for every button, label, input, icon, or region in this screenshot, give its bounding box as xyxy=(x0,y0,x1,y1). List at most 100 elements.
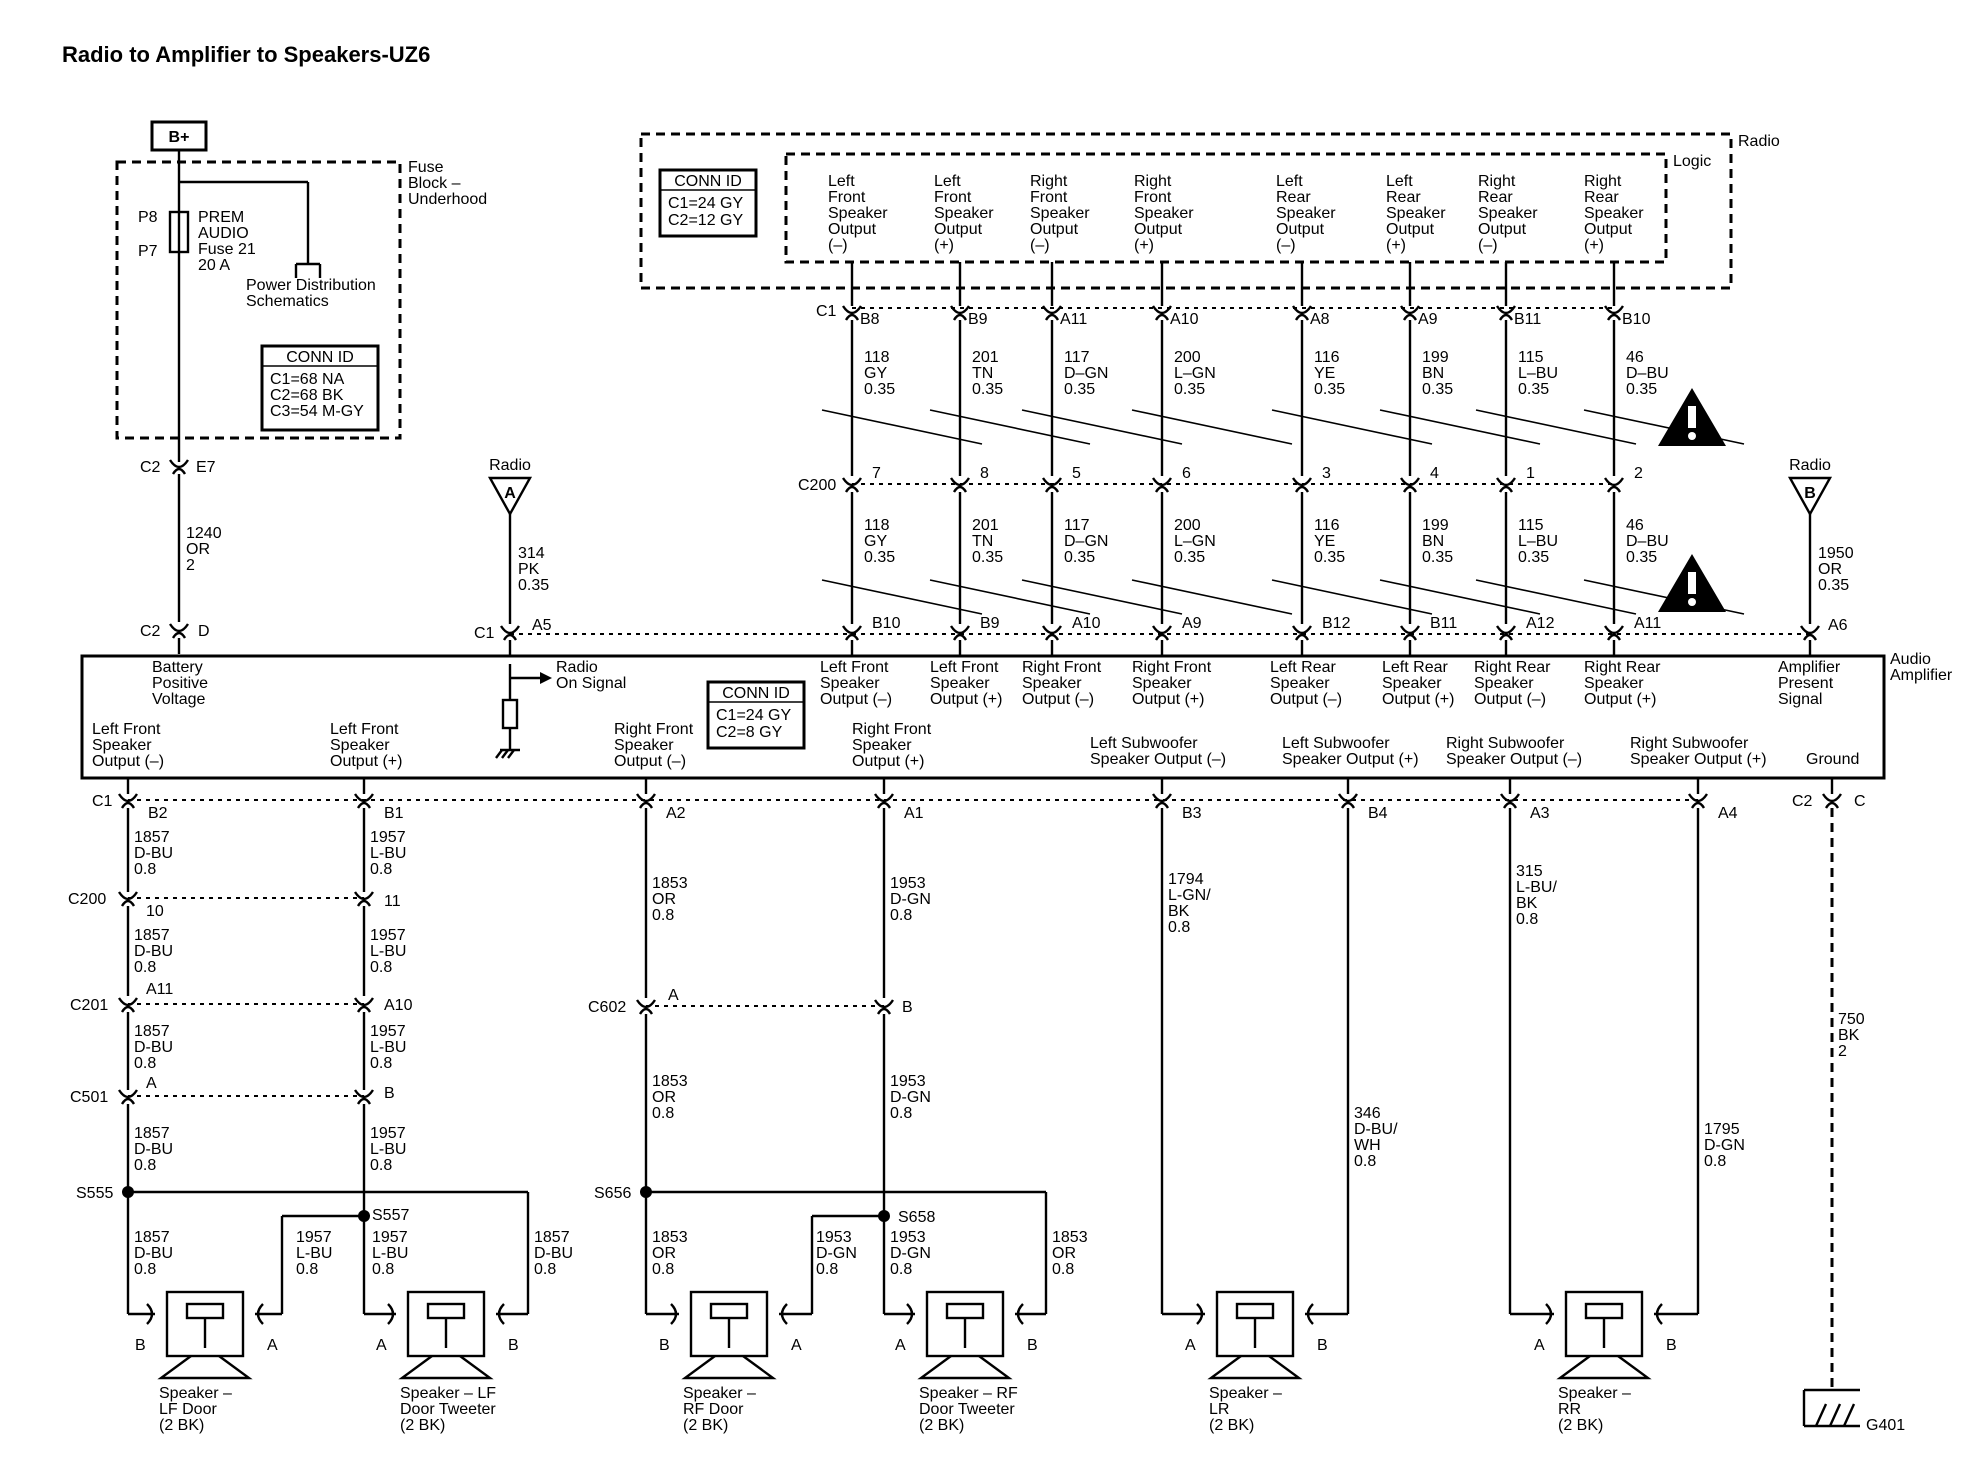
amp-input-label: Battery xyxy=(152,659,203,676)
amp-output-label: Speaker Output (+) xyxy=(1282,751,1419,768)
speaker-pin: A xyxy=(376,1337,387,1354)
pin-label: B xyxy=(384,1085,395,1102)
amp-c1-connector xyxy=(1606,633,1622,641)
wire-label: L–BU xyxy=(1518,365,1558,382)
wire-label: 117 xyxy=(1064,517,1090,534)
wire-label: L–BU xyxy=(1518,533,1558,550)
radio-output-label: Rear xyxy=(1584,189,1619,206)
wire-label: 115 xyxy=(1518,517,1544,534)
pin-label: A1 xyxy=(904,805,924,822)
wire-label: 314 xyxy=(518,545,545,562)
amp-input-label: Output (+) xyxy=(1584,691,1656,708)
amp-output-label: Speaker Output (–) xyxy=(1446,751,1582,768)
speaker-lr-label: Speaker – xyxy=(1209,1385,1282,1402)
pin-label: A11 xyxy=(1060,311,1087,328)
wire-label: 0.8 xyxy=(534,1261,556,1278)
wire-label: 200 xyxy=(1174,349,1201,366)
c200-connector xyxy=(844,485,860,493)
amp-output-label: Output (+) xyxy=(330,753,402,770)
radio-output-label: (–) xyxy=(1030,237,1050,254)
wire-label: 0.35 xyxy=(1314,549,1345,566)
amp-c1-connector xyxy=(1799,625,1821,635)
radio-output-label: Right xyxy=(1584,173,1622,190)
wire-label: 0.8 xyxy=(890,1105,912,1122)
wire-label: D-GN xyxy=(890,1245,931,1262)
pin-label: B10 xyxy=(1622,311,1651,328)
wire-label: 0.8 xyxy=(890,1261,912,1278)
speaker-terminal xyxy=(1016,1303,1024,1325)
wire-label: D–GN xyxy=(1064,365,1108,382)
amp-conn-id-box xyxy=(706,680,806,750)
wire-label: 0.8 xyxy=(1354,1153,1376,1170)
fuse-block-outline xyxy=(115,160,402,440)
splice-label: S658 xyxy=(898,1209,935,1226)
wire-label: 0.8 xyxy=(1052,1261,1074,1278)
pin-label: B11 xyxy=(1514,311,1541,328)
pin-label: A5 xyxy=(532,617,552,634)
wire-label: 0.8 xyxy=(652,1105,674,1122)
wire-label: D-GN xyxy=(890,1089,931,1106)
wire-label: 46 xyxy=(1626,517,1644,534)
amp-out-connector xyxy=(638,801,654,809)
wire-label: 118 xyxy=(864,349,890,366)
wire-label: 0.35 xyxy=(1422,549,1453,566)
connector-label: C602 xyxy=(588,999,626,1016)
wire-label: 0.35 xyxy=(1818,577,1849,594)
twisted-pair-mark xyxy=(1021,579,1183,615)
pin-label: 11 xyxy=(384,893,401,910)
wire-label: D-GN xyxy=(1704,1137,1745,1154)
wire-label: TN xyxy=(972,533,993,550)
amp-output-label: Output (+) xyxy=(852,753,924,770)
amp-c1-connector xyxy=(1154,633,1170,641)
speaker-lf-door-body xyxy=(165,1290,245,1358)
pin-label: A3 xyxy=(1530,805,1550,822)
wire-label: 0.35 xyxy=(1174,381,1205,398)
fuse-pin: P8 xyxy=(138,209,158,226)
fuse-label: 20 A xyxy=(198,257,230,274)
speaker-terminal xyxy=(1545,1303,1553,1325)
amp-out-connector xyxy=(1151,793,1173,803)
amp-input-label: Right Rear xyxy=(1474,659,1551,676)
speaker-terminal xyxy=(1306,1303,1314,1325)
amp-input-label: Positive xyxy=(152,675,208,692)
wire-label: 1857 xyxy=(134,1229,170,1246)
wire-label: 1240 xyxy=(186,525,222,542)
amp-input-label: Speaker xyxy=(1132,675,1192,692)
c200-connector xyxy=(1603,477,1625,487)
twisted-pair-mark xyxy=(821,409,983,445)
speaker-rr-label: (2 BK) xyxy=(1558,1417,1603,1434)
pin-label: 3 xyxy=(1322,465,1331,482)
radio-output-label: Front xyxy=(1030,189,1068,206)
speaker-rr-cone xyxy=(1556,1355,1652,1380)
radio-output-label: Output xyxy=(1276,221,1325,238)
pin-label: 7 xyxy=(872,465,881,482)
splice-label: S656 xyxy=(594,1185,631,1202)
speaker-lr-label: (2 BK) xyxy=(1209,1417,1254,1434)
speaker-lr-body xyxy=(1215,1290,1295,1358)
pin-label: A10 xyxy=(384,997,413,1014)
speaker-terminal xyxy=(906,1303,914,1325)
speaker-rr-label: RR xyxy=(1558,1401,1581,1418)
wire-label: 1857 xyxy=(534,1229,570,1246)
wire-label: L-BU xyxy=(370,1141,406,1158)
pin-label: 2 xyxy=(1634,465,1643,482)
speaker-terminal xyxy=(780,1303,788,1325)
radio-output-label: Output xyxy=(1030,221,1079,238)
c201-connector xyxy=(356,1005,372,1013)
connector-label: C201 xyxy=(70,997,108,1014)
amp-c1-connector xyxy=(949,625,971,635)
wire-label: 0.35 xyxy=(1064,549,1095,566)
speaker-rf-tweeter-magnet xyxy=(945,1302,985,1320)
amp-input-label: Output (–) xyxy=(820,691,892,708)
speaker-rf-door-body xyxy=(689,1290,769,1358)
connector-label: C2 xyxy=(1792,793,1813,810)
warning-icon xyxy=(1688,572,1696,594)
ground-label: G401 xyxy=(1866,1417,1905,1434)
amp-c1-connector xyxy=(844,633,860,641)
wire-label: BK xyxy=(1838,1027,1860,1044)
wire-label: 1957 xyxy=(370,927,406,944)
wire-label: 0.35 xyxy=(1518,381,1549,398)
ground-symbol xyxy=(1828,1403,1842,1427)
